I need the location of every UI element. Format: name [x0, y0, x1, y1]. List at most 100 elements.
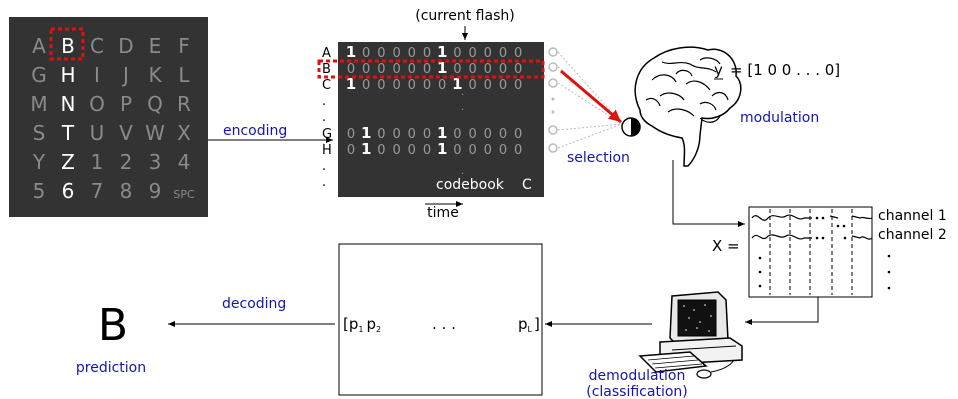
- speller-cell-d: D: [118, 34, 133, 58]
- codebook-bit-g: 0: [499, 127, 507, 142]
- speller-cell-6: 6: [62, 179, 75, 203]
- codebook-row-labels: ABC..GH..: [322, 46, 332, 190]
- computer-icon: [638, 291, 743, 379]
- codebook-bit-c: 1: [452, 75, 462, 93]
- selection-fan: [557, 51, 623, 149]
- speller-cell-5: 5: [33, 179, 46, 203]
- speller-cell-x: X: [177, 121, 191, 145]
- speller-cell-t: T: [61, 121, 75, 145]
- codebook-label: codebook: [436, 177, 505, 193]
- y-label: y: [714, 61, 723, 79]
- speller-cell-i: I: [94, 63, 100, 87]
- codebook-bit-a: 0: [377, 46, 385, 61]
- codebook-bit-g: 0: [484, 127, 492, 142]
- codebook-bit-c: 1: [346, 75, 356, 93]
- speller-cell-a: A: [32, 34, 46, 58]
- x-label: X =: [712, 237, 740, 255]
- speller-cell-r: R: [177, 92, 191, 116]
- codebook-bit-b: 0: [392, 62, 400, 77]
- speller-cell-v: V: [119, 121, 133, 145]
- codebook-bit-a: 0: [468, 46, 476, 61]
- codebook-bit-c: 0: [499, 78, 507, 93]
- codebook-bit-a: 0: [514, 46, 522, 61]
- speller-cell-y: Y: [32, 150, 46, 174]
- probability-box: [338, 243, 543, 396]
- speller-cell-c: C: [90, 34, 104, 58]
- brain-to-signals-arrow: [672, 160, 745, 227]
- codebook-bit-g: 1: [361, 124, 371, 142]
- codebook-bit-h: 0: [484, 143, 492, 158]
- selection-switch-circles: [548, 47, 558, 153]
- codebook-bit-g: 0: [514, 127, 522, 142]
- codebook-bit-b: 0: [514, 62, 522, 77]
- speller-cell-n: N: [61, 92, 76, 116]
- signal-matrix-dots: [758, 216, 847, 288]
- codebook-vertical-dots-2: .: [461, 102, 464, 113]
- codebook-bit-h: 0: [514, 143, 522, 158]
- codebook-bit-a: 0: [362, 46, 370, 61]
- speller-cell-1: 1: [91, 150, 104, 174]
- codebook-bit-a: 1: [437, 43, 447, 61]
- y-vector: = [1 0 0 . . . 0]: [730, 61, 840, 79]
- speller-cell-g: G: [31, 63, 47, 87]
- codebook-highlight-row: [317, 59, 545, 79]
- speller-cell-8: 8: [120, 179, 133, 203]
- codebook-bit-c: 0: [408, 78, 416, 93]
- selection-red-arrow: [560, 69, 622, 124]
- speller-cell-e: E: [149, 34, 162, 58]
- speller-cell-p: P: [120, 92, 132, 116]
- speller-cell-b: B: [61, 34, 75, 58]
- codebook-bit-g: 0: [423, 127, 431, 142]
- codebook-bit-b: 0: [453, 62, 461, 77]
- codebook-bit-a: 0: [484, 46, 492, 61]
- codebook-row-label: G: [322, 127, 332, 142]
- codebook-row-label: B: [322, 62, 331, 77]
- codebook-bit-b: 0: [499, 62, 507, 77]
- speller-cell-j: J: [121, 63, 129, 87]
- codebook-row-label: A: [322, 46, 331, 61]
- speller-cell-u: U: [90, 121, 105, 145]
- codebook-bit-c: 0: [484, 78, 492, 93]
- selection-vertical-dots: [551, 97, 555, 114]
- codebook-vertical-dots: .: [461, 87, 464, 98]
- codebook-panel: [338, 42, 544, 197]
- prediction-label: prediction: [76, 360, 146, 376]
- current-flash-label: (current flash): [415, 8, 514, 24]
- brain-head-icon: [621, 46, 742, 167]
- codebook-bit-h: 0: [377, 143, 385, 158]
- codebook-bit-c: 0: [468, 78, 476, 93]
- codebook-bit-g: 0: [347, 127, 355, 142]
- prob-vector-close: pL]: [518, 315, 540, 334]
- codebook-bit-b: 1: [437, 59, 447, 77]
- codebook-bit-b: 0: [377, 62, 385, 77]
- codebook-row-label: H: [322, 143, 332, 158]
- prob-vector-dots: . . .: [432, 315, 456, 333]
- decoding-label: decoding: [222, 296, 286, 312]
- speller-cell-9: 9: [149, 179, 162, 203]
- classification-label: (classification): [586, 384, 687, 399]
- codebook-bit-h: 0: [423, 143, 431, 158]
- codebook-bit-h: 0: [453, 143, 461, 158]
- codebook-bit-c: 0: [438, 78, 446, 93]
- codebook-symbol: C: [522, 177, 532, 193]
- codebook-row-label: .: [322, 159, 326, 174]
- codebook-bit-b: 0: [408, 62, 416, 77]
- codebook-row-label: C: [322, 78, 331, 93]
- codebook-bit-b: 0: [362, 62, 370, 77]
- speller-cell-3: 3: [149, 150, 162, 174]
- codebook-bit-h: 1: [361, 140, 371, 158]
- codebook-bit-h: 0: [468, 143, 476, 158]
- selection-label: selection: [567, 150, 630, 166]
- speller-cell-z: Z: [61, 150, 75, 174]
- codebook-row-label: .: [322, 110, 326, 125]
- codebook-bit-c: 0: [514, 78, 522, 93]
- codebook-bit-c: 0: [423, 78, 431, 93]
- speller-highlight-box: [49, 27, 85, 61]
- speller-cell-spc: SPC: [173, 188, 195, 201]
- speller-cell-m: M: [30, 92, 47, 116]
- codebook-bit-g: 0: [408, 127, 416, 142]
- speller-cell-o: O: [89, 92, 105, 116]
